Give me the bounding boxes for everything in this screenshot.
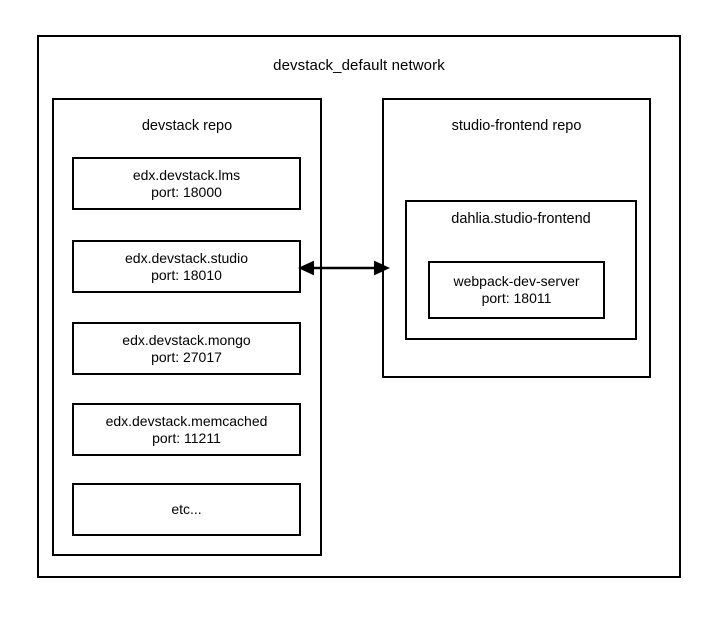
service-name: etc...: [171, 501, 202, 517]
service-port: port: 18010: [151, 266, 222, 283]
devstack-repo-title: devstack repo: [141, 118, 233, 134]
service-box-lms: edx.devstack.lms port: 18000: [72, 157, 301, 210]
network-title: devstack_default network: [273, 57, 445, 74]
service-name: edx.devstack.lms: [132, 166, 241, 183]
bidirectional-arrow-icon: [298, 260, 390, 276]
service-port: port: 11211: [152, 429, 221, 446]
service-port: port: 18000: [151, 183, 222, 200]
service-box-mongo: edx.devstack.mongo port: 27017: [72, 322, 301, 375]
service-name: edx.devstack.mongo: [122, 331, 251, 348]
service-box-etc: etc...: [72, 483, 301, 536]
studio-frontend-repo-title: studio-frontend repo: [451, 118, 582, 134]
service-name: edx.devstack.memcached: [105, 412, 268, 429]
dahlia-container-title: dahlia.studio-frontend: [451, 211, 591, 227]
service-box-memcached: edx.devstack.memcached port: 11211: [72, 403, 301, 456]
service-name: webpack-dev-server: [453, 273, 580, 289]
service-name: edx.devstack.studio: [125, 249, 248, 266]
service-box-webpack-dev-server: webpack-dev-server port: 18011: [428, 261, 605, 319]
service-box-studio: edx.devstack.studio port: 18010: [72, 240, 301, 293]
service-port: port: 18011: [481, 290, 552, 306]
service-port: port: 27017: [151, 348, 222, 365]
